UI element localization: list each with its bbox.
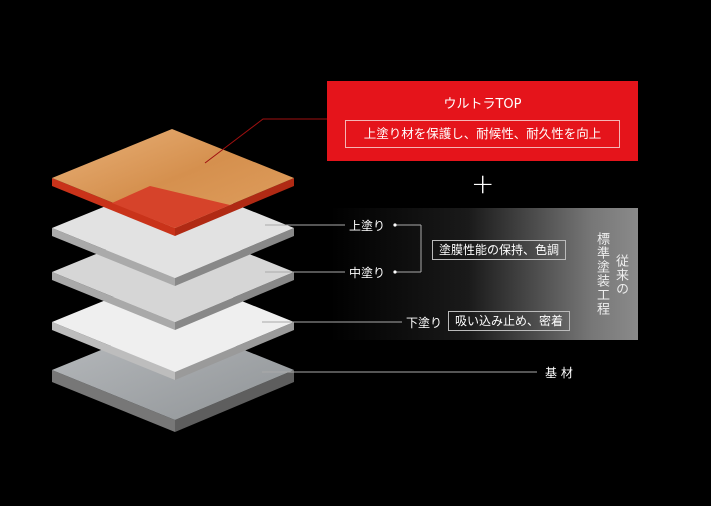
product-title: ウルトラTOP — [443, 97, 522, 112]
panel-heading-2: 標準塗装工程 — [594, 232, 609, 316]
undercoat-note: 吸い込み止め、密着 — [448, 311, 571, 331]
ultratop-callout: ウルトラTOP 上塗り材を保護し、耐候性、耐久性を向上 — [327, 81, 638, 161]
label-topcoat: 上塗り — [349, 219, 386, 233]
group-note: 塗膜性能の保持、色調 — [432, 240, 567, 260]
label-undercoat: 下塗り — [406, 316, 443, 330]
product-description: 上塗り材を保護し、耐候性、耐久性を向上 — [345, 120, 620, 148]
label-substrate: 基 材 — [545, 366, 573, 380]
plus-icon: + — [471, 167, 495, 200]
label-midcoat: 中塗り — [349, 266, 386, 280]
standard-process-panel — [330, 208, 638, 340]
panel-heading-1: 従来の — [613, 254, 628, 296]
layer-ultratop — [52, 129, 294, 236]
